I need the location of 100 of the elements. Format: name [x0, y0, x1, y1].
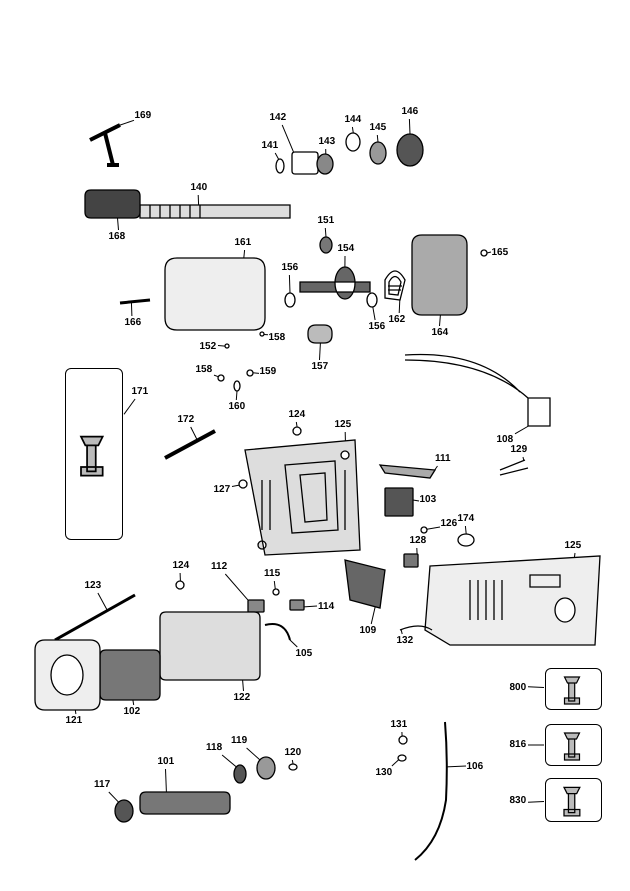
- leader-line: [401, 732, 403, 737]
- callout-number: 160: [228, 401, 246, 413]
- callout-number: 108: [496, 434, 514, 446]
- leader-line: [400, 629, 403, 634]
- leader-line: [439, 314, 441, 326]
- leader-line: [236, 390, 238, 400]
- callout-number: 103: [420, 494, 436, 506]
- leader-line: [352, 126, 354, 134]
- callout-number: 130: [376, 767, 392, 779]
- leader-line: [232, 484, 240, 487]
- screw-drawing: [120, 298, 150, 304]
- clip-drawing: [499, 459, 529, 476]
- rod-drawing: [164, 429, 216, 460]
- callout-number: 142: [270, 112, 286, 124]
- leader-line: [274, 580, 276, 590]
- bearing-drawing: [369, 141, 387, 165]
- callout-number: 165: [492, 247, 508, 259]
- callout-number: 158: [268, 332, 286, 344]
- chuck-key-drawing: [88, 123, 122, 167]
- callout-number: 119: [231, 735, 248, 747]
- spindle-drawing: [139, 204, 291, 219]
- brush-drawing: [289, 599, 305, 611]
- leader-line: [486, 252, 492, 254]
- gear-drawing: [396, 133, 424, 167]
- leader-line: [514, 426, 529, 434]
- callout-number: 172: [178, 414, 194, 426]
- callout-number: 156: [282, 262, 298, 274]
- callout-number: 151: [318, 215, 334, 227]
- callout-number: 164: [432, 327, 448, 339]
- sleeve-drawing: [291, 151, 319, 175]
- callout-number: 157: [312, 361, 328, 373]
- callout-number: 140: [190, 182, 208, 194]
- callout-number: 105: [296, 648, 312, 660]
- gear-housing-drawing: [164, 257, 266, 331]
- screw-drawing: [233, 380, 241, 392]
- callout-number: 132: [396, 635, 414, 647]
- callout-number: 114: [318, 601, 334, 613]
- pin-drawing: [224, 343, 230, 349]
- chuck-drawing: [84, 189, 141, 219]
- leader-line: [263, 334, 268, 336]
- screw-drawing: [288, 763, 298, 771]
- callout-number: 159: [260, 366, 276, 378]
- gear-shaft-drawing: [299, 266, 371, 300]
- callout-number: 123: [84, 580, 102, 592]
- callout-number: 106: [466, 761, 484, 773]
- leader-line: [198, 194, 200, 206]
- leader-line: [574, 552, 576, 558]
- callout-number: 125: [564, 540, 582, 552]
- callout-number: 174: [458, 513, 474, 525]
- leader-line: [288, 274, 290, 294]
- spring-clip-drawing: [264, 623, 291, 640]
- screw-drawing: [238, 479, 248, 489]
- callout-number: 158: [196, 364, 212, 376]
- callout-number: 162: [388, 314, 406, 326]
- callout-number: 112: [211, 561, 228, 573]
- switch-drawing: [384, 487, 414, 517]
- callout-number: 168: [108, 231, 126, 243]
- callout-number: 124: [172, 560, 190, 572]
- leader-line: [372, 306, 376, 320]
- capacitor-drawing: [404, 354, 551, 427]
- callout-number: 111: [435, 453, 451, 465]
- cord-drawing: [414, 722, 448, 861]
- callout-number: 830: [510, 795, 526, 807]
- spring-drawing: [272, 588, 280, 596]
- callout-number: 171: [132, 386, 148, 398]
- leader-line: [190, 426, 198, 441]
- leader-line: [292, 760, 294, 764]
- callout-number: 121: [66, 715, 82, 727]
- gearbox-cover-drawing: [411, 234, 468, 316]
- pin-drawing: [217, 374, 225, 382]
- callout-number: 124: [288, 409, 306, 421]
- bearing-drawing: [316, 153, 334, 175]
- callout-number: 131: [390, 719, 408, 731]
- callout-number: 118: [206, 742, 222, 754]
- button-cap-drawing: [457, 533, 475, 547]
- ring-drawing: [275, 158, 285, 174]
- leader-line: [243, 250, 246, 258]
- callout-number: 800: [510, 682, 526, 694]
- leader-line: [408, 118, 410, 134]
- pin-drawing: [259, 331, 265, 337]
- leader-line: [522, 456, 524, 461]
- leader-line: [426, 526, 440, 530]
- bearing-drawing: [319, 236, 333, 254]
- screw-drawing: [398, 735, 408, 745]
- leader-line: [218, 345, 226, 347]
- screw-drawing: [175, 580, 185, 590]
- washer-drawing: [366, 292, 378, 308]
- callout-number: 120: [284, 747, 302, 759]
- leader-line: [344, 432, 346, 442]
- callout-number: 128: [410, 535, 426, 547]
- callout-number: 816: [510, 739, 526, 751]
- housing-drawing: [244, 439, 361, 556]
- leader-line: [528, 686, 544, 688]
- leader-line: [412, 500, 420, 502]
- switch-drawing: [344, 559, 386, 609]
- field-coil-drawing: [99, 649, 161, 701]
- leader-line: [214, 374, 219, 378]
- leader-line: [124, 398, 136, 415]
- screw-drawing: [292, 426, 302, 436]
- leader-line: [130, 301, 132, 316]
